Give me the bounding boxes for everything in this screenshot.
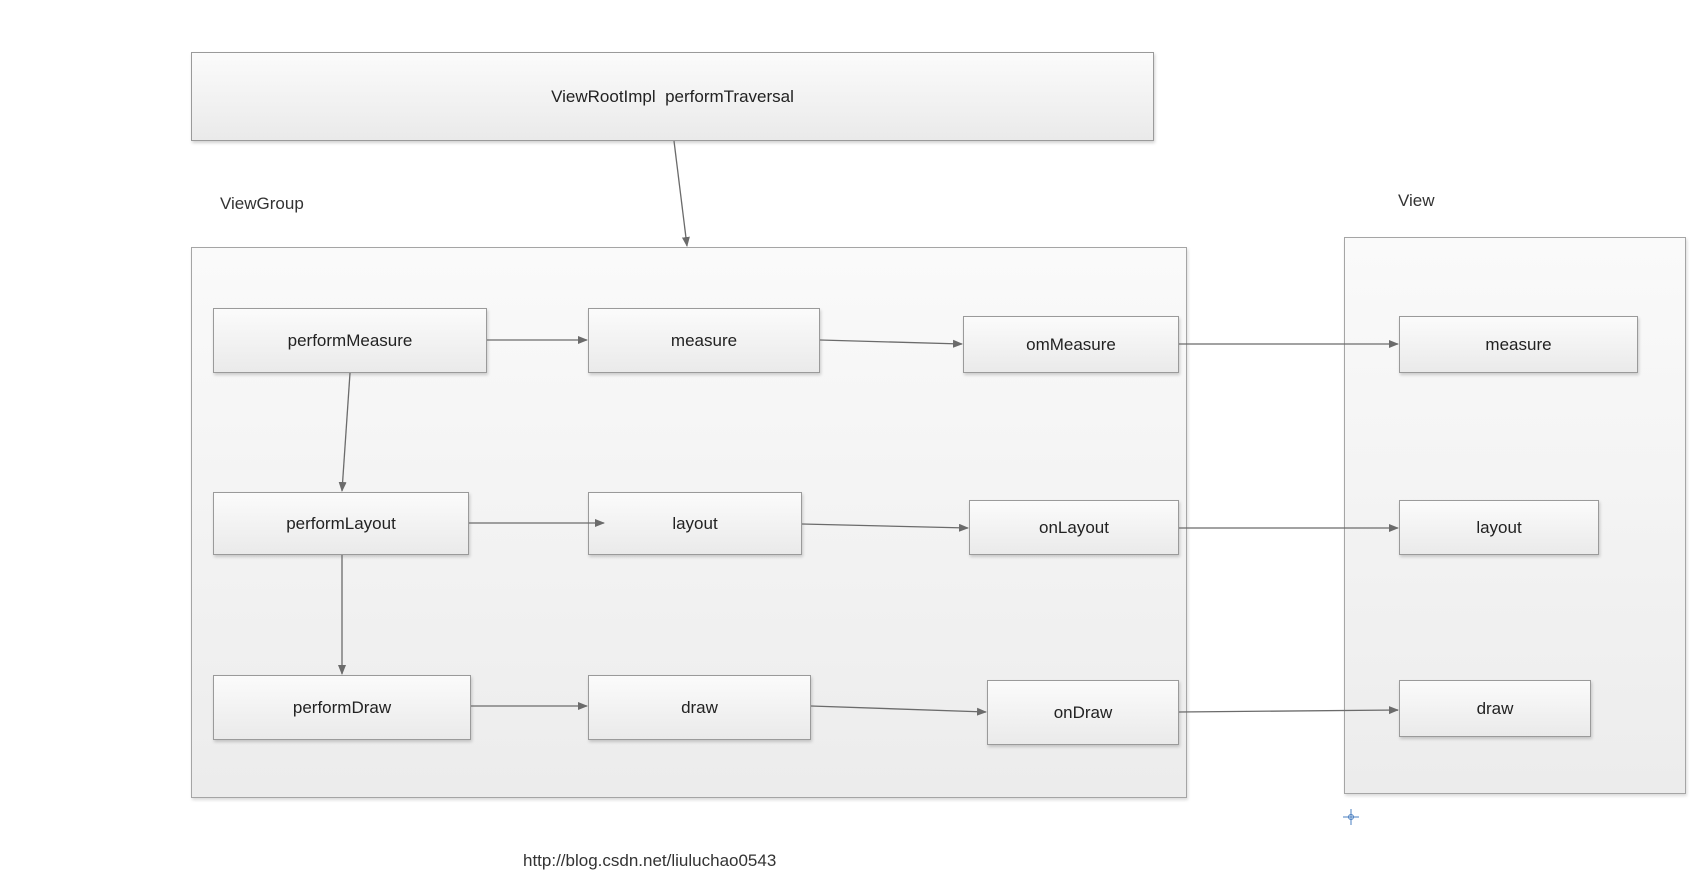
node-draw: draw xyxy=(588,675,811,740)
node-on-draw: onDraw xyxy=(987,680,1179,745)
node-perform-draw: performDraw xyxy=(213,675,471,740)
view-title: View xyxy=(1398,191,1435,210)
edge-measure-to-onmeasure xyxy=(819,339,963,348)
node-label: performLayout xyxy=(286,513,396,533)
edge-draw-to-ondraw xyxy=(810,705,987,716)
node-view-measure: measure xyxy=(1399,316,1638,373)
crosshair-cursor-icon xyxy=(1343,809,1359,825)
node-label: draw xyxy=(681,697,718,717)
node-label: draw xyxy=(1476,698,1514,718)
node-label: onDraw xyxy=(1053,702,1113,722)
node-view-layout: layout xyxy=(1399,500,1599,555)
node-label: layout xyxy=(672,513,718,533)
node-label: performMeasure xyxy=(287,330,413,350)
node-label: performDraw xyxy=(292,697,392,717)
edge-ondraw-to-view-draw xyxy=(1178,706,1399,715)
footer-url: http://blog.csdn.net/liuluchao0543 xyxy=(523,851,777,870)
edge-layout-to-onlayout xyxy=(801,523,969,532)
node-measure: measure xyxy=(588,308,820,373)
edge-traversal-to-viewgroup xyxy=(673,140,690,247)
node-view-draw: draw xyxy=(1399,680,1591,737)
node-label: ViewRootImpl performTraversal xyxy=(551,86,794,106)
node-label: measure xyxy=(1485,334,1552,354)
node-label: layout xyxy=(1476,517,1522,537)
node-label: omMeasure xyxy=(1026,334,1116,354)
node-on-layout: onLayout xyxy=(969,500,1179,555)
node-layout: layout xyxy=(588,492,802,555)
node-on-measure: omMeasure xyxy=(963,316,1179,373)
node-viewrootimpl-performtraversal: ViewRootImpl performTraversal xyxy=(191,52,1154,141)
viewgroup-title: ViewGroup xyxy=(220,194,304,213)
node-perform-measure: performMeasure xyxy=(213,308,487,373)
edge-performmeasure-to-performlayout xyxy=(338,372,351,492)
node-perform-layout: performLayout xyxy=(213,492,469,555)
node-label: measure xyxy=(670,330,738,350)
node-label: onLayout xyxy=(1039,517,1109,537)
